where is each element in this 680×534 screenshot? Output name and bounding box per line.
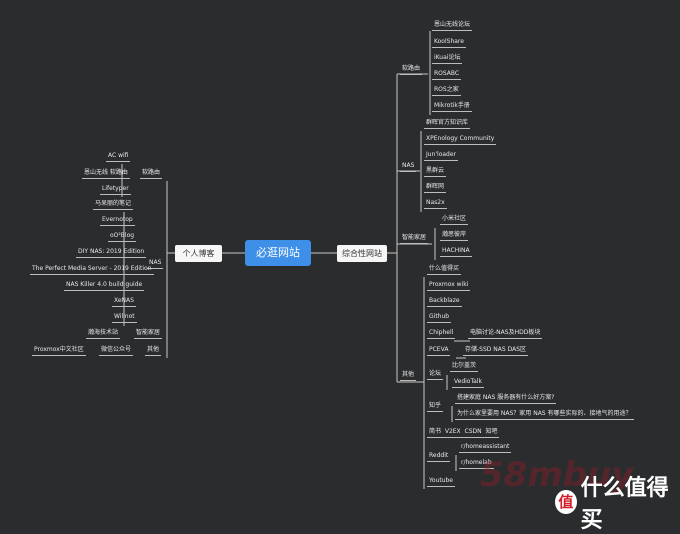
list-item[interactable]: NAS Killer 4.0 build guide xyxy=(64,280,145,291)
list-item[interactable]: 群晖官方知识库 xyxy=(424,118,471,129)
list-item[interactable]: 瀚思彼岸 xyxy=(440,230,469,241)
list-item[interactable]: Proxmox wiki xyxy=(427,280,471,291)
list-item[interactable]: 小米社区 xyxy=(440,214,469,225)
list-item[interactable]: oO²Blog xyxy=(108,231,137,242)
list-item[interactable]: 黑群云 xyxy=(424,166,447,177)
watermark-background: 58mbuy xyxy=(480,455,634,495)
branch-nas-left[interactable]: NAS xyxy=(147,258,164,269)
list-item[interactable]: 恩山无线论坛 xyxy=(432,20,473,31)
list-item[interactable]: Youtube xyxy=(427,476,455,487)
list-item[interactable]: XeNAS xyxy=(112,296,136,307)
list-item[interactable]: Github xyxy=(427,312,452,323)
list-item[interactable]: 马呆丽的笔记 xyxy=(93,199,134,210)
list-item[interactable]: Willnot xyxy=(112,312,137,323)
branch-router[interactable]: 软路由 xyxy=(400,64,423,75)
watermark-text: 什么值得买 xyxy=(580,476,669,533)
topic-general-sites[interactable]: 综合性网站 xyxy=(337,245,387,262)
list-item[interactable]: 比尔盖茨 xyxy=(450,361,479,372)
list-item[interactable]: Jun'loader xyxy=(424,150,459,161)
list-item[interactable]: KoolShare xyxy=(432,37,466,48)
central-topic[interactable]: 必逛网站 xyxy=(245,240,311,266)
list-item[interactable]: DIY NAS: 2019 Edition xyxy=(76,247,147,258)
list-item[interactable]: r/homelab xyxy=(459,458,494,469)
list-item[interactable]: r/homeassistant xyxy=(459,442,512,453)
list-item[interactable]: PCEVA xyxy=(427,345,451,356)
list-item[interactable]: Evernotop xyxy=(100,215,135,226)
list-item[interactable]: Mikrotik手册 xyxy=(432,101,472,112)
list-item[interactable]: AC wifi xyxy=(106,151,131,162)
list-item[interactable]: Chiphell xyxy=(427,328,456,339)
list-item[interactable]: 电脑讨论-NAS及HDD板块 xyxy=(468,328,543,339)
branch-other-left[interactable]: 其他 xyxy=(145,345,162,356)
list-item[interactable]: iKuai论坛 xyxy=(432,53,463,64)
list-item[interactable]: HACHINA xyxy=(440,246,472,257)
list-item[interactable]: The Perfect Media Server - 2019 Edition xyxy=(30,264,154,275)
list-item[interactable]: 恩山无线 软路由 xyxy=(82,168,130,179)
branch-smart-home[interactable]: 智能家居 xyxy=(400,233,429,244)
list-item[interactable]: 群晖网 xyxy=(424,182,447,193)
branch-smart-home-left[interactable]: 智能家居 xyxy=(134,328,163,339)
list-item[interactable]: Reddit xyxy=(427,451,451,462)
list-item[interactable]: ROS之家 xyxy=(432,85,461,96)
list-item[interactable]: 搭建家庭 NAS 服务器有什么好方案? xyxy=(455,393,557,404)
link-jianshu[interactable]: 简书 xyxy=(429,428,442,435)
list-item[interactable]: VedioTalk xyxy=(452,377,484,388)
list-item[interactable]: 简书 V2EX CSDN 知吧 xyxy=(427,427,500,438)
list-item[interactable]: ROSABC xyxy=(432,69,462,80)
list-item[interactable]: 微信公众号 xyxy=(99,345,134,356)
list-item[interactable]: 论坛 xyxy=(427,369,444,380)
link-v2ex[interactable]: V2EX xyxy=(444,428,461,435)
list-item[interactable]: XPEnology Community xyxy=(424,134,497,145)
watermark: 值 什么值得买 xyxy=(555,470,680,534)
list-item[interactable]: Proxmox中文社区 xyxy=(32,345,86,356)
list-item[interactable]: 什么值得买 xyxy=(427,264,462,275)
branch-nas[interactable]: NAS xyxy=(400,161,417,172)
topic-personal-blog[interactable]: 个人博客 xyxy=(175,245,222,262)
link-zhiba[interactable]: 知吧 xyxy=(485,428,498,435)
link-csdn[interactable]: CSDN xyxy=(464,428,482,435)
list-item[interactable]: Backblaze xyxy=(427,296,462,307)
list-item[interactable]: 为什么家里要用 NAS？家用 NAS 有哪些实际的、接地气的用途？ xyxy=(455,409,634,420)
list-item[interactable]: 存储-SSD NAS DAS区 xyxy=(463,345,529,356)
list-item[interactable]: Nas2x xyxy=(424,198,447,209)
list-item[interactable]: 知乎 xyxy=(427,401,444,412)
branch-router-left[interactable]: 软路由 xyxy=(140,168,163,179)
list-item[interactable]: Lifetyper xyxy=(100,184,131,195)
branch-other[interactable]: 其他 xyxy=(400,370,417,381)
smzdm-logo-icon: 值 xyxy=(555,490,577,514)
list-item[interactable]: 瀚海技术站 xyxy=(86,328,121,339)
